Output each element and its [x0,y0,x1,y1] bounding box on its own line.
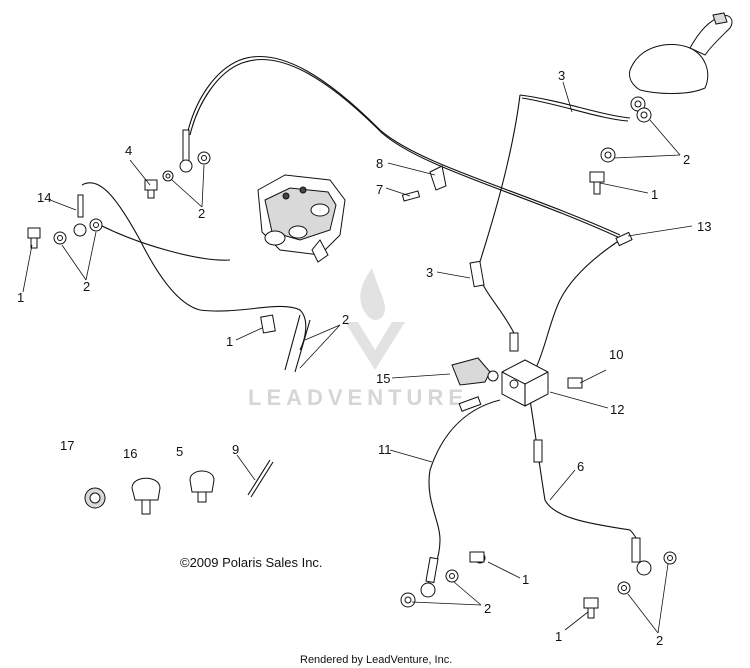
brake-light-switch [451,357,499,386]
callout-8: 8 [376,156,383,171]
footer-text: Rendered by LeadVenture, Inc. [300,654,452,666]
callout-4: 4 [125,143,132,158]
callout-2b: 2 [198,206,205,221]
hardware [27,107,677,619]
callout-7: 7 [376,182,383,197]
leader-lines [22,81,693,634]
brake-lines [81,55,641,591]
callout-12: 12 [610,402,624,417]
callout-9: 9 [232,442,239,457]
callout-2e: 2 [484,601,491,616]
callout-2d: 2 [342,312,349,327]
callout-1b: 1 [17,290,24,305]
callout-6: 6 [577,459,584,474]
callout-14: 14 [37,190,51,205]
copyright-text: ©2009 Polaris Sales Inc. [180,555,323,570]
callout-13: 13 [697,219,711,234]
callout-1a: 1 [651,187,658,202]
leadventure-watermark: LEADVENTURE [248,268,468,410]
callout-2c: 2 [83,279,90,294]
callout-17: 17 [60,438,74,453]
callout-1e: 1 [555,629,562,644]
callout-2a: 2 [683,152,690,167]
master-cylinder [629,12,733,112]
fittings [73,129,652,598]
callout-5: 5 [176,444,183,459]
watermark-text: LEADVENTURE [248,385,468,410]
callout-1c: 1 [226,334,233,349]
callout-2f: 2 [656,633,663,648]
callout-3b: 3 [426,265,433,280]
callout-10: 10 [609,347,623,362]
callout-labels: 3 2 1 13 8 7 3 4 2 14 2 1 1 2 15 10 12 6… [17,68,711,648]
callout-3a: 3 [558,68,565,83]
callout-15: 15 [376,371,390,386]
callout-11: 11 [378,442,392,457]
distribution-block [501,359,549,407]
callout-16: 16 [123,446,137,461]
brake-caliper [257,174,346,263]
callout-1d: 1 [522,572,529,587]
